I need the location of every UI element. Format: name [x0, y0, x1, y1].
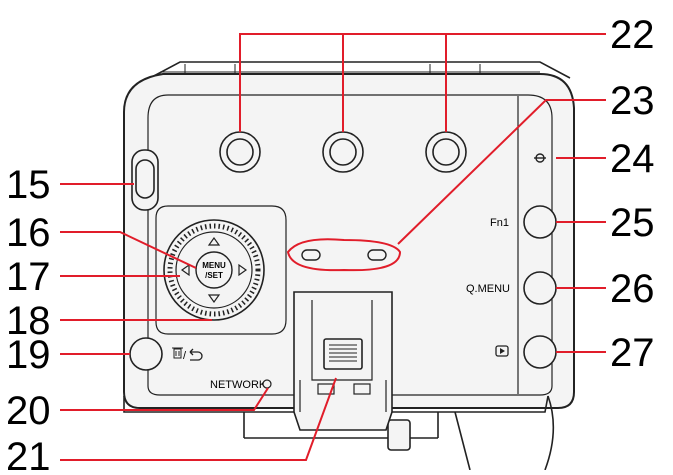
callout-17: 17 — [6, 255, 51, 299]
menu-set-label-2: /SET — [205, 271, 223, 280]
cursor-right-arrow-icon[interactable] — [238, 263, 248, 277]
tally-lamp-right — [367, 249, 387, 261]
callout-line-16 — [60, 231, 197, 269]
fn1-label: Fn1 — [490, 217, 509, 229]
side-lever[interactable] — [131, 149, 159, 211]
top-buttons-group — [219, 131, 467, 173]
trash-icon — [172, 347, 183, 359]
callout-20: 20 — [6, 389, 51, 433]
callout-line-22 — [239, 33, 606, 132]
callout-15: 15 — [6, 163, 51, 207]
callout-line-21 — [60, 377, 337, 461]
qmenu-button[interactable] — [523, 271, 557, 305]
callout-18: 18 — [6, 299, 51, 343]
dial-panel — [155, 205, 287, 335]
callout-21: 21 — [6, 435, 51, 470]
callout-24: 24 — [610, 137, 655, 181]
body-inner-panel — [147, 94, 553, 396]
callout-27: 27 — [610, 331, 655, 375]
callout-line-20 — [60, 387, 269, 411]
cursor-left-arrow-icon[interactable] — [180, 263, 190, 277]
qmenu-label: Q.MENU — [466, 283, 510, 295]
callout-numbers: 15 16 17 18 19 20 21 22 23 24 25 26 27 — [6, 13, 655, 475]
control-dial[interactable]: MENU /SET — [163, 219, 265, 321]
callout-23: 23 — [610, 79, 655, 123]
delete-cancel-slash: / — [183, 350, 187, 362]
fn1-button[interactable] — [523, 205, 557, 239]
right-buttons — [523, 205, 557, 369]
diamond-ring-icon — [534, 153, 546, 163]
playback-button[interactable] — [523, 335, 557, 369]
tally-lamps — [301, 249, 387, 261]
menu-set-label-1: MENU — [202, 261, 226, 270]
delete-cancel-label: / — [172, 347, 203, 362]
callout-lines — [60, 33, 606, 461]
delete-cancel-button[interactable] — [129, 337, 163, 371]
cursor-down-arrow-icon[interactable] — [207, 294, 221, 304]
return-arrow-icon — [189, 348, 203, 361]
callout-26: 26 — [610, 267, 655, 311]
callout-25: 25 — [610, 201, 655, 245]
callout-22: 22 — [610, 13, 655, 57]
play-icon — [495, 345, 509, 357]
callout-line-23 — [397, 99, 606, 245]
accessory-latch[interactable] — [323, 338, 363, 370]
menu-set-button[interactable] — [195, 251, 233, 289]
accessory-mount — [293, 291, 393, 431]
callout-16: 16 — [6, 211, 51, 255]
tally-lamp-left — [301, 249, 321, 261]
callout-ellipse-23 — [286, 238, 402, 272]
callout-19: 19 — [6, 333, 51, 377]
network-label: NETWORK — [210, 379, 267, 391]
cursor-up-arrow-icon[interactable] — [207, 236, 221, 246]
